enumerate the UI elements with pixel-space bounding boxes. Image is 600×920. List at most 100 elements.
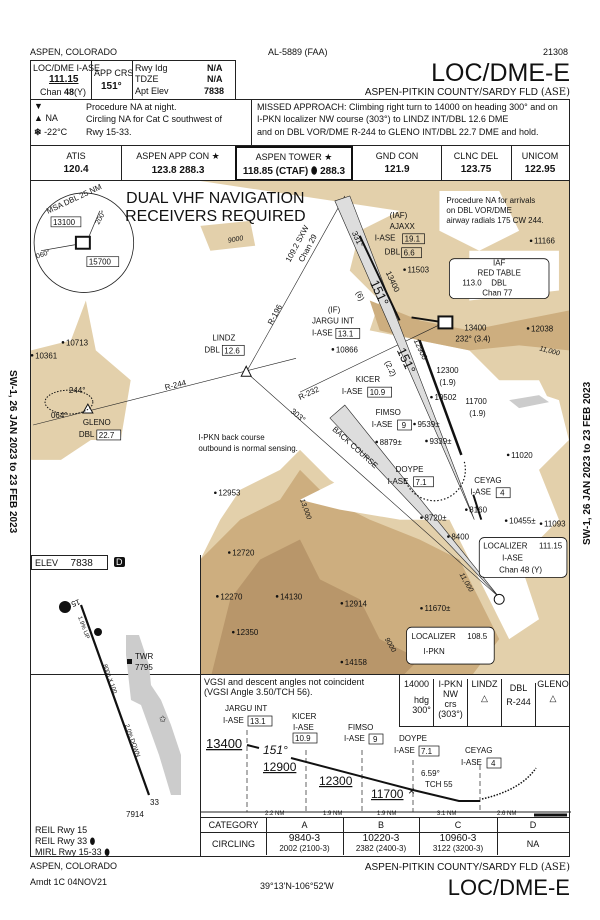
dual-vhf-banner-2: RECEIVERS REQUIRED	[125, 208, 305, 225]
spot-elevation: 11670±	[424, 604, 451, 613]
tdze-label: TDZE	[135, 74, 159, 84]
spot-elevation-dot	[231, 630, 235, 634]
profile-fix-ase: I-ASE	[223, 716, 244, 725]
comm-label: ASPEN APP CON ★	[136, 151, 220, 161]
category-b: B	[377, 820, 384, 830]
spot-elevation: 10866	[336, 345, 359, 354]
vgsi-angle: 6.59°	[421, 769, 440, 778]
ajaxx-ase: I-ASE	[375, 234, 396, 243]
missed-icon-text: △	[549, 693, 557, 703]
comm-label: ATIS	[66, 151, 86, 161]
terrain	[31, 181, 569, 674]
spot-elevation: 8879±	[380, 438, 403, 447]
vortac-icon	[74, 235, 91, 250]
spot-elevation: 8720±	[424, 514, 447, 523]
spot-elevation-dot	[340, 601, 344, 605]
bc-note-1: I-PKN back course	[198, 433, 265, 442]
spot-elevation: 12720	[232, 548, 255, 557]
spot-elevation-dot	[275, 595, 279, 598]
spot-elevation-dot	[403, 268, 406, 271]
profile-fix-name: JARGU INT	[225, 704, 267, 713]
spot-elevation: 10361	[35, 351, 58, 360]
spot-elevation: 14158	[345, 658, 368, 667]
spot-elevation-dot	[340, 660, 344, 664]
missed-approach-3: and on DBL VOR/DME R-244 to GLENO INT/DB…	[257, 127, 539, 137]
lindz-fix-icon	[240, 365, 253, 377]
segment-distance: 1.9 NM	[323, 811, 342, 817]
missed-icon-text: NW	[443, 689, 458, 699]
msa-sector-1: 13100	[53, 218, 76, 227]
gradient-down: 2.0% DOWN	[123, 724, 140, 758]
footer-title: LOC/DME-E	[447, 875, 570, 900]
red-table-alt: 13400	[464, 323, 487, 332]
spot-elevation: 10713	[66, 338, 89, 347]
comm-freq: 121.9	[384, 164, 410, 175]
spot-elevation: 11093	[544, 520, 566, 529]
comm-label: ASPEN TOWER ★	[255, 152, 333, 162]
hold-inbound: 244°	[69, 386, 85, 395]
elev-value: 7838	[70, 558, 93, 569]
notes-box: ▼ ▲ NA ❄ -22°C Procedure NA at night. Ci…	[30, 99, 570, 146]
category-c: C	[454, 820, 462, 830]
chart-number: 21308	[543, 47, 569, 57]
gleno-dist: 22.7	[99, 431, 115, 440]
segment-distance: 1.9 NM	[377, 811, 396, 817]
missed-approach-path	[403, 461, 466, 502]
spot-elevation: 12953	[218, 489, 241, 498]
footer-ident: (ASE)	[540, 862, 570, 873]
nav-label: LOC/DME I-ASE	[33, 63, 101, 73]
red-table-freq: 113.0	[462, 279, 482, 288]
header-city: ASPEN, COLORADO	[30, 47, 118, 57]
missed-icon-text: I-PKN	[438, 679, 463, 689]
missed-icon-text: △	[481, 693, 488, 703]
red-table-id: DBL	[491, 279, 507, 288]
bc-note-2: outbound is normal sensing.	[198, 444, 297, 453]
profile-fix-dist: 7.1	[421, 747, 433, 756]
category-a: A	[301, 820, 308, 830]
lindz-dme: DBL	[204, 345, 220, 354]
course-303: 303°	[289, 407, 307, 424]
twr-elev: 7795	[135, 663, 153, 672]
missed-icon-text: GLENO	[537, 679, 569, 689]
spot-elevation-dot	[504, 519, 508, 522]
gleno-dme: DBL	[79, 430, 95, 439]
loc-ase-chan: Chan 48 (Y)	[499, 565, 542, 574]
missed-icon-text: R-244	[506, 697, 531, 707]
jargu-ase: I-ASE	[312, 328, 333, 337]
loc-pkn-label: LOCALIZER	[412, 632, 456, 641]
d-indicator: D	[114, 557, 125, 567]
missed-icon-text: (303°)	[438, 709, 463, 719]
profile-fix-ase: I-ASE	[461, 758, 482, 767]
apt-elev-label: Apt Elev	[135, 86, 169, 96]
circling-min-c: 10960-3	[439, 833, 477, 844]
localizer-antenna-icon	[493, 593, 505, 605]
profile-fix-dist: 9	[373, 735, 378, 744]
lighting-1: REIL Rwy 15	[35, 825, 88, 835]
chan-label: Chan	[40, 87, 62, 97]
spot-elevation: 12038	[531, 324, 554, 333]
category-d: D	[529, 820, 537, 830]
profile-fix-name: DOYPE	[399, 734, 427, 743]
profile-fix-name: FIMSO	[348, 723, 373, 732]
alt-12300: 12300	[436, 366, 459, 375]
profile-fix-dist: 13.1	[250, 717, 266, 726]
cold-temp: -22°C	[44, 127, 68, 137]
runway-diagram: TWR 7795 ✩ 15 33 7914 1.9% UP 8006 X 100…	[59, 597, 181, 819]
plan-view: MSA DBL 25 NM 13100 15700 060° 200° DUAL…	[30, 180, 570, 675]
missed-approach-1: MISSED APPROACH: Climbing right turn to …	[257, 102, 558, 112]
segment-distance: 3.1 NM	[437, 811, 456, 817]
comm-freq: 123.8 288.3	[151, 165, 205, 176]
ajaxx-dist: 19.1	[405, 235, 421, 244]
profile-alt-11700: 11700	[371, 787, 404, 801]
circling-min-a: 9840-3	[288, 833, 321, 844]
lindz-dist: 12.6	[224, 346, 240, 355]
profile-missed-path	[481, 767, 537, 800]
spot-elevation: 9339±	[429, 437, 452, 446]
footer-airport: ASPEN-PITKIN COUNTY/SARDY FLD	[364, 862, 539, 873]
missed-approach-2: I-PKN localizer NW course (303°) to LIND…	[257, 114, 509, 124]
arrival-note-2: on DBL VOR/DME	[446, 206, 512, 215]
note-1: Procedure NA at night.	[86, 102, 177, 112]
loc-ase-label: LOCALIZER	[483, 542, 527, 551]
profile-view: VGSI and descent angles not coincident (…	[200, 675, 571, 857]
missed-icon-text: crs	[444, 699, 457, 709]
